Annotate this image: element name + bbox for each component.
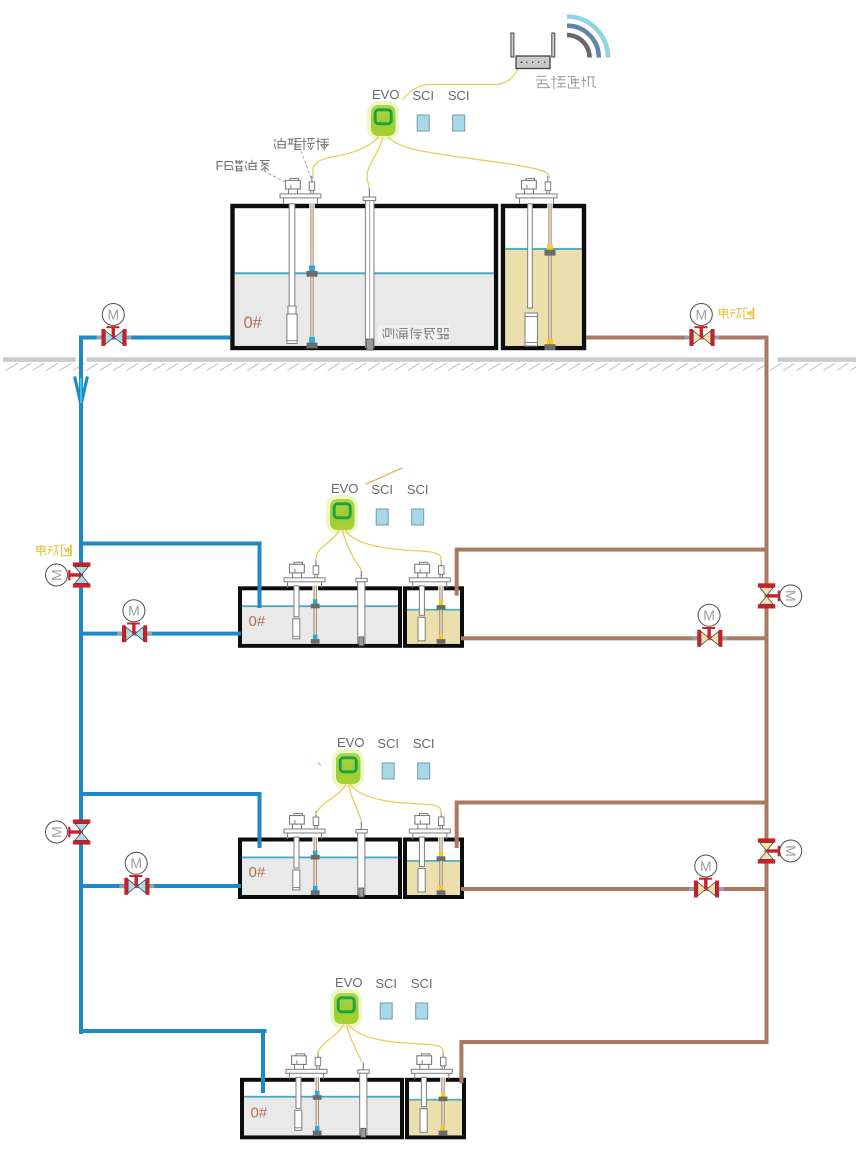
svg-text:0#: 0#	[249, 864, 266, 881]
svg-text:M: M	[48, 569, 64, 581]
svg-text:SCI: SCI	[407, 482, 429, 497]
svg-text:M: M	[128, 603, 140, 619]
svg-text:M: M	[130, 855, 142, 871]
svg-text:0#: 0#	[251, 1104, 268, 1121]
svg-text:SCI: SCI	[412, 88, 434, 103]
svg-text:M: M	[48, 826, 64, 838]
svg-text:M: M	[695, 306, 707, 322]
svg-text:M: M	[700, 858, 712, 874]
svg-text:M: M	[107, 306, 119, 322]
svg-text:SCI: SCI	[448, 88, 470, 103]
svg-text:0#: 0#	[244, 314, 263, 332]
svg-text:EVO: EVO	[331, 481, 358, 496]
svg-text:EVO: EVO	[335, 975, 362, 990]
svg-text:SCI: SCI	[411, 976, 433, 991]
svg-text:SCI: SCI	[371, 482, 393, 497]
svg-text:FE: FE	[216, 158, 233, 173]
svg-text:EVO: EVO	[372, 87, 399, 102]
svg-text:SCI: SCI	[375, 976, 397, 991]
svg-text:SCI: SCI	[377, 736, 399, 751]
svg-text:EVO: EVO	[337, 735, 364, 750]
svg-text:0#: 0#	[249, 613, 266, 630]
svg-text:SCI: SCI	[413, 736, 435, 751]
svg-text:M: M	[703, 607, 715, 623]
svg-text:M: M	[783, 845, 799, 857]
svg-text:M: M	[783, 590, 799, 602]
